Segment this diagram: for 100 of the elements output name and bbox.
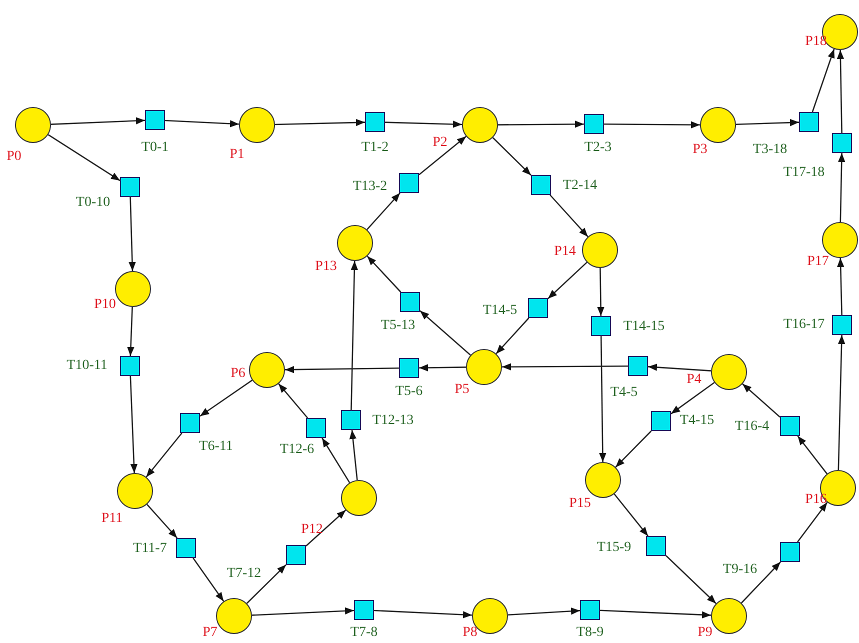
place-circle	[466, 349, 502, 385]
arc-arrow	[419, 364, 466, 372]
arc-arrow	[146, 432, 182, 478]
arc-arrow	[164, 120, 240, 128]
transition-square	[832, 315, 852, 335]
arc-arrow	[615, 430, 652, 468]
arc-arrow	[797, 436, 828, 474]
transition-square	[528, 298, 548, 318]
transition-square	[120, 177, 140, 197]
arc-arrow	[666, 555, 716, 604]
place-circle	[216, 598, 252, 634]
place-circle	[115, 271, 151, 307]
arc-arrow	[670, 382, 715, 414]
transition-label: T5-13	[380, 319, 416, 333]
place-label: P7	[202, 626, 218, 640]
arc-arrow	[349, 430, 358, 480]
arc-arrow	[796, 502, 828, 542]
place-circle	[711, 354, 747, 390]
transition-square	[354, 600, 374, 620]
transition-label: T6-11	[199, 440, 233, 454]
place-label: P6	[230, 367, 246, 381]
transition-label: T10-11	[66, 359, 108, 373]
arc-arrow	[498, 120, 584, 128]
place-circle	[249, 352, 285, 388]
transition-label: T12-13	[372, 414, 414, 428]
place-label: P10	[94, 298, 116, 312]
transition-label: T0-10	[76, 196, 110, 210]
place-circle	[585, 462, 621, 498]
place-circle	[341, 480, 377, 516]
transition-square	[580, 600, 600, 620]
place-label: P2	[432, 136, 448, 150]
place-label: P17	[807, 255, 829, 269]
transition-label: T15-9	[596, 541, 632, 555]
transition-label: T7-12	[226, 567, 262, 581]
arc-arrow	[130, 376, 138, 474]
place-circle	[700, 107, 736, 143]
transition-label: T3-18	[752, 143, 788, 157]
arc-arrow	[548, 262, 588, 300]
place-label: P16	[805, 493, 827, 507]
place-label: P3	[692, 143, 708, 157]
arc-arrow	[600, 610, 712, 618]
transition-label: T12-6	[280, 443, 314, 457]
place-circle	[117, 473, 153, 509]
arc-arrow	[285, 366, 399, 374]
transition-square	[145, 110, 165, 130]
place-label: P4	[686, 373, 702, 387]
arc-arrow	[420, 310, 471, 356]
transition-label: T5-6	[395, 385, 423, 399]
transition-label: T4-15	[680, 414, 714, 428]
arc-arrow	[246, 564, 286, 604]
arc-arrow	[127, 306, 134, 356]
arc-arrow	[599, 336, 606, 462]
transition-label: T1-2	[361, 141, 389, 155]
place-label: P13	[315, 260, 337, 274]
place-circle	[239, 107, 275, 143]
arc-arrow	[200, 380, 253, 417]
transition-square	[400, 292, 420, 312]
arc-arrow	[366, 256, 402, 292]
transition-square	[120, 356, 140, 376]
arc-arrow	[837, 258, 844, 316]
transition-square	[628, 356, 648, 376]
transition-label: T13-2	[352, 180, 388, 194]
arc-arrow	[350, 260, 358, 410]
arc-arrow	[274, 118, 366, 126]
place-label: P15	[569, 497, 591, 511]
transition-square	[780, 416, 800, 436]
arc-arrow	[836, 50, 844, 134]
arc-arrow	[502, 363, 628, 370]
arc-arrow	[838, 152, 846, 222]
transition-square	[799, 112, 819, 132]
place-label: P9	[698, 626, 712, 640]
arc-arrow	[252, 607, 354, 616]
transition-label: T8-9	[576, 626, 604, 640]
arc-arrow	[128, 196, 136, 272]
transition-square	[591, 316, 611, 336]
transition-square	[180, 413, 200, 433]
transition-label: T16-17	[783, 318, 825, 332]
arc-arrow	[604, 121, 700, 128]
place-label: P14	[554, 245, 576, 259]
arc-arrow	[740, 562, 781, 604]
place-label: P11	[101, 512, 123, 526]
arc-arrow	[192, 558, 224, 602]
arc-arrow	[614, 494, 648, 536]
transition-square	[399, 358, 419, 378]
place-circle	[462, 107, 498, 143]
transition-square	[176, 538, 196, 558]
transition-square	[399, 173, 419, 193]
arc-arrow	[374, 610, 472, 618]
arc-arrow	[597, 268, 604, 316]
arc-arrow	[550, 194, 588, 238]
transition-label: T0-1	[141, 141, 169, 155]
transition-label: T11-7	[133, 542, 167, 556]
transition-label: T2-3	[584, 141, 612, 155]
arc-arrow	[48, 134, 120, 182]
arc-arrow	[306, 510, 346, 546]
place-label: P12	[301, 523, 323, 537]
arc-arrow	[384, 120, 462, 128]
transition-label: T16-4	[734, 420, 770, 434]
transition-square	[651, 411, 671, 431]
arc-arrow	[50, 117, 146, 125]
